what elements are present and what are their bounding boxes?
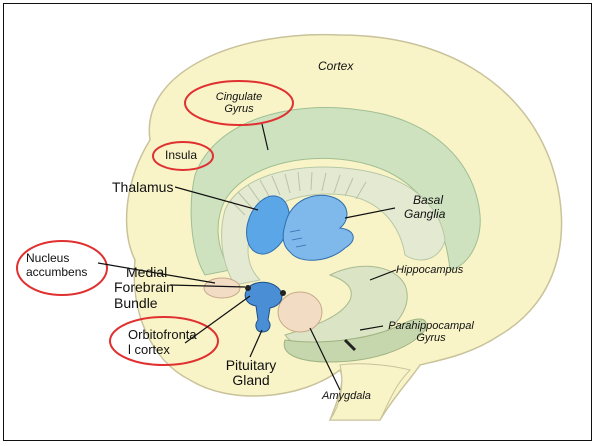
parahippo-label-line2: Gyrus: [382, 332, 480, 344]
cingulate-label-line2: Gyrus: [196, 103, 282, 115]
orbitofrontal-cortex-label: Orbitofronta l cortex: [128, 328, 197, 358]
hippocampus-label: Hippocampus: [396, 264, 463, 276]
medial-forebrain-bundle-label: Medial Forebrain Bundle: [114, 265, 174, 311]
parahippocampal-gyrus-label: Parahippocampal Gyrus: [382, 320, 480, 344]
cingulate-gyrus-label: Cingulate Gyrus: [196, 91, 282, 115]
mfb-label-line3: Bundle: [114, 296, 174, 311]
nucleus-accumbens-label: Nucleus accumbens: [26, 252, 87, 280]
accumbens-shape: [204, 278, 240, 298]
orbito-label-line1: Orbitofronta: [128, 328, 197, 343]
amygdala-label: Amygdala: [322, 390, 371, 402]
amygdala-shape: [278, 292, 322, 332]
insula-label: Insula: [165, 149, 197, 162]
orbito-label-line2: l cortex: [128, 343, 197, 358]
thalamus-label: Thalamus: [112, 180, 173, 195]
basal-label-line2: Ganglia: [404, 208, 445, 222]
pituitary-label-line1: Pituitary: [218, 358, 284, 373]
basal-ganglia-label: Basal Ganglia: [404, 194, 445, 222]
cortex-label: Cortex: [318, 60, 353, 73]
nucleus-label-line1: Nucleus: [26, 252, 87, 266]
parahippo-label-line1: Parahippocampal: [382, 320, 480, 332]
pituitary-label-line2: Gland: [218, 373, 284, 388]
pituitary-gland-label: Pituitary Gland: [218, 358, 284, 389]
basal-label-line1: Basal: [404, 194, 445, 208]
mfb-label-line1: Medial: [114, 265, 174, 280]
mfb-label-line2: Forebrain: [114, 280, 174, 295]
cingulate-label-line1: Cingulate: [196, 91, 282, 103]
nucleus-label-line2: accumbens: [26, 266, 87, 280]
